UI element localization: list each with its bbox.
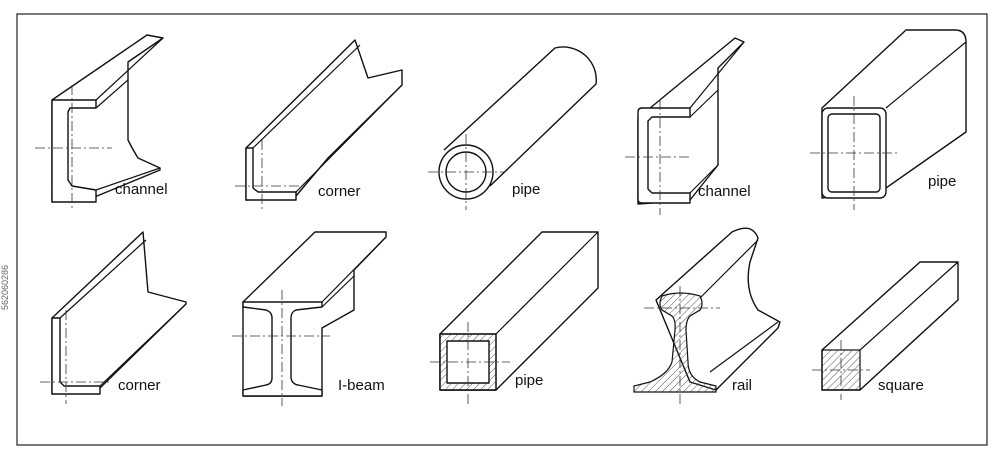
outer-frame — [16, 13, 988, 446]
rail-label: rail — [732, 377, 752, 394]
corner-label-2: corner — [118, 377, 161, 394]
side-id-text: 562060286 — [0, 265, 10, 310]
ibeam-label: I-beam — [338, 377, 385, 394]
ibeam-profile: I-beam — [232, 231, 387, 406]
corner-profile-1: corner — [235, 39, 403, 210]
pipe-label-rect: pipe — [928, 173, 956, 190]
corner-label-1: corner — [318, 183, 361, 200]
square-label: square — [878, 377, 924, 394]
pipe-label-round: pipe — [512, 181, 540, 198]
channel-label-1: channel — [115, 181, 168, 198]
pipe-label-square: pipe — [515, 372, 543, 389]
square-pipe-profile: pipe — [430, 231, 599, 404]
channel-label-2: channel — [698, 183, 751, 200]
rail-profile: rail — [633, 227, 781, 404]
round-pipe-profile: pipe — [428, 46, 597, 210]
corner-profile-2: corner — [40, 231, 187, 404]
channel-profile-1: channel — [35, 34, 168, 210]
rect-pipe-profile: pipe — [810, 29, 967, 210]
square-bar-profile: square — [812, 261, 959, 400]
channel-profile-2: channel — [625, 37, 751, 215]
